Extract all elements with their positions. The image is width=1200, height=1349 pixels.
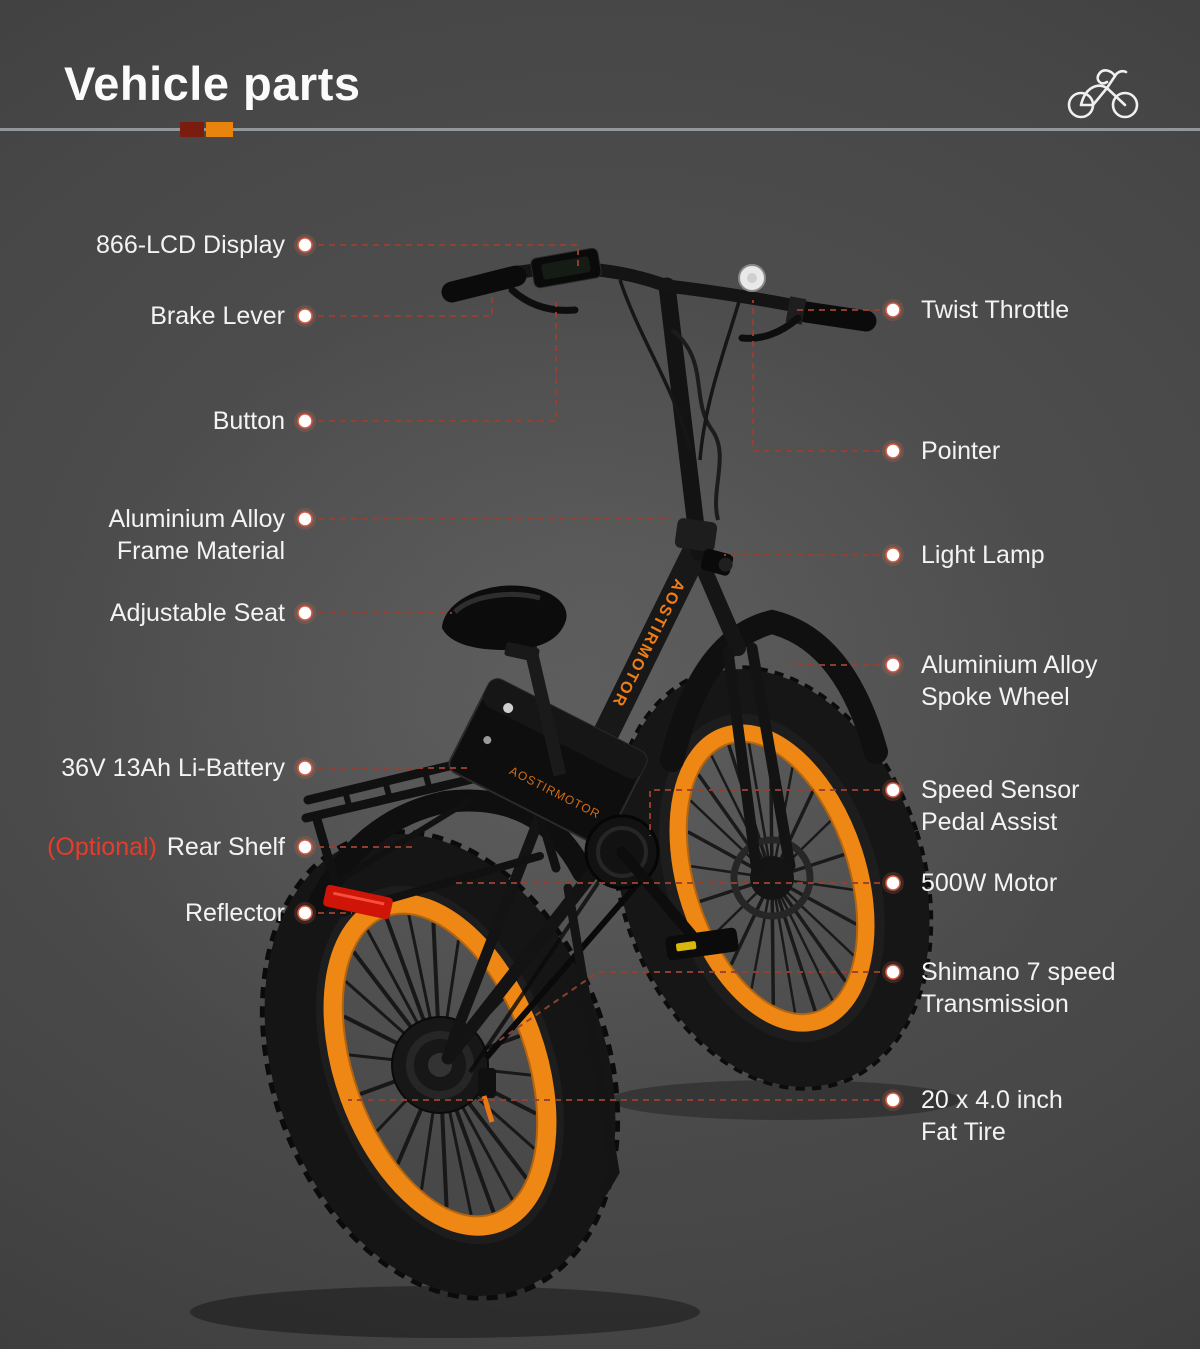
callout-label: Twist Throttle: [921, 296, 1070, 324]
cassette: [406, 1031, 474, 1099]
callout-battery: 36V 13Ah Li-Battery: [61, 752, 285, 784]
rear-fender: [307, 789, 594, 916]
divider-square-orange: [206, 122, 233, 137]
callout-speed-sensor: Speed Sensor Pedal Assist: [921, 774, 1079, 838]
rear-wheel: [259, 829, 621, 1301]
callout-label: Light Lamp: [921, 541, 1045, 569]
callout-transmission: Shimano 7 speed Transmission: [921, 956, 1116, 1020]
cockpit: [441, 247, 877, 576]
rear-reflector: [323, 884, 393, 920]
header-divider: [0, 122, 1200, 137]
callout-label: 500W Motor: [921, 869, 1058, 897]
connector-lines: [318, 244, 880, 1101]
callout-motor: 500W Motor: [921, 867, 1057, 899]
callout-button: Button: [213, 405, 285, 437]
page-title: Vehicle parts: [64, 57, 361, 110]
front-fender-and-fork: [660, 552, 888, 878]
brake-lever-right: [738, 314, 802, 342]
callout-label: Button: [212, 407, 285, 435]
callout-spoke-wheel: Aluminium Alloy Spoke Wheel: [921, 649, 1097, 713]
brake-lever-left: [508, 286, 579, 314]
callout-label: Adjustable Seat: [109, 599, 285, 627]
lcd-display: [530, 247, 602, 289]
callout-brake-lever: Brake Lever: [150, 300, 285, 332]
ground-shadow: [190, 1080, 960, 1338]
pedal-reflector: [675, 941, 697, 952]
callout-lcd-display: 866-LCD Display: [96, 229, 285, 261]
twist-throttle-grip: [795, 301, 877, 332]
callout-rear-shelf: (Optional) Rear Shelf: [47, 831, 285, 863]
callout-label: Aluminium Alloy Spoke Wheel: [921, 651, 1098, 711]
seat: [442, 585, 567, 777]
callout-label: 866-LCD Display: [96, 231, 285, 259]
callout-label: Aluminium Alloy Frame Material: [108, 505, 285, 565]
callout-adjustable-seat: Adjustable Seat: [110, 597, 285, 629]
callout-label: Shimano 7 speed Transmission: [921, 958, 1116, 1018]
callout-label: Rear Shelf: [166, 833, 285, 861]
callout-reflector: Reflector: [185, 897, 285, 929]
callout-dots: [297, 237, 901, 1108]
callout-light-lamp: Light Lamp: [921, 539, 1045, 571]
callout-label: Pointer: [921, 437, 1001, 465]
bicycle-icon: [1067, 69, 1139, 119]
callout-pointer: Pointer: [921, 435, 1000, 467]
pedal: [665, 927, 739, 961]
front-disc-rotor: [730, 836, 814, 920]
battery-pack: AOSTIRMOTOR: [448, 678, 648, 846]
callout-optional-prefix: (Optional): [47, 833, 157, 861]
crank-arm: [616, 846, 700, 944]
front-fender: [660, 609, 888, 772]
callout-frame-material: Aluminium Alloy Frame Material: [109, 503, 285, 567]
callout-label: 20 x 4.0 inch Fat Tire: [921, 1086, 1063, 1146]
chain-stay: [441, 841, 619, 1065]
front-wheel: [610, 665, 934, 1091]
callout-label: Reflector: [184, 899, 285, 927]
callout-fat-tire: 20 x 4.0 inch Fat Tire: [921, 1084, 1063, 1148]
callout-label: 36V 13Ah Li-Battery: [61, 754, 285, 782]
callout-label: Brake Lever: [150, 302, 285, 330]
divider-square-dark-red: [180, 122, 204, 137]
chain: [468, 878, 602, 1074]
folding-clamp: [674, 518, 718, 552]
left-grip: [441, 265, 527, 303]
throttle-collar: [785, 296, 807, 325]
derailleur: [478, 1068, 496, 1123]
front-rim: [669, 724, 875, 1032]
cable: [670, 328, 722, 521]
dot-halos: [294, 234, 904, 1111]
callout-label: Speed Sensor Pedal Assist: [921, 776, 1080, 836]
callout-twist-throttle: Twist Throttle: [921, 294, 1069, 326]
